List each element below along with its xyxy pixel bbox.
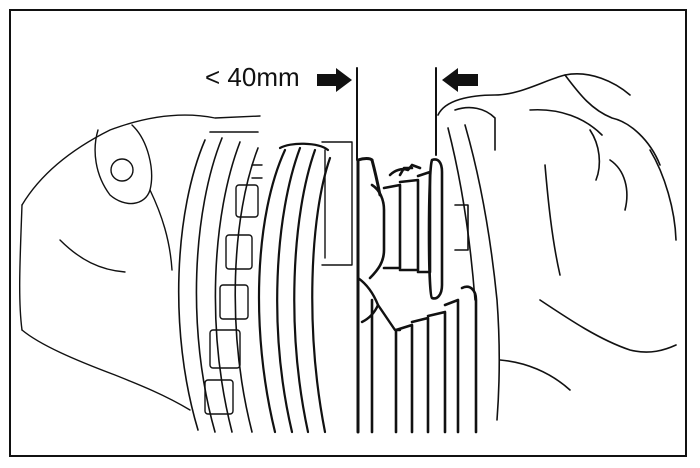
brake-pad <box>356 157 382 434</box>
measurement-label: < 40mm <box>205 62 300 92</box>
brake-disc <box>177 131 259 433</box>
measurement-guides <box>356 67 437 161</box>
piston-boot <box>368 158 444 300</box>
diagram-frame <box>9 9 687 457</box>
wheel-studs <box>204 164 263 415</box>
right-pointing-arrow-icon <box>317 68 352 92</box>
lower-piston <box>370 285 478 434</box>
caliper-wedge <box>356 276 402 332</box>
caliper-body <box>437 73 677 421</box>
hub-ring <box>257 142 332 434</box>
knuckle-housing <box>18 114 261 411</box>
pad-backing-block <box>321 141 353 266</box>
left-pointing-arrow-icon <box>442 68 478 92</box>
bolt-hole <box>110 158 134 182</box>
measurement-arrows <box>317 68 478 92</box>
